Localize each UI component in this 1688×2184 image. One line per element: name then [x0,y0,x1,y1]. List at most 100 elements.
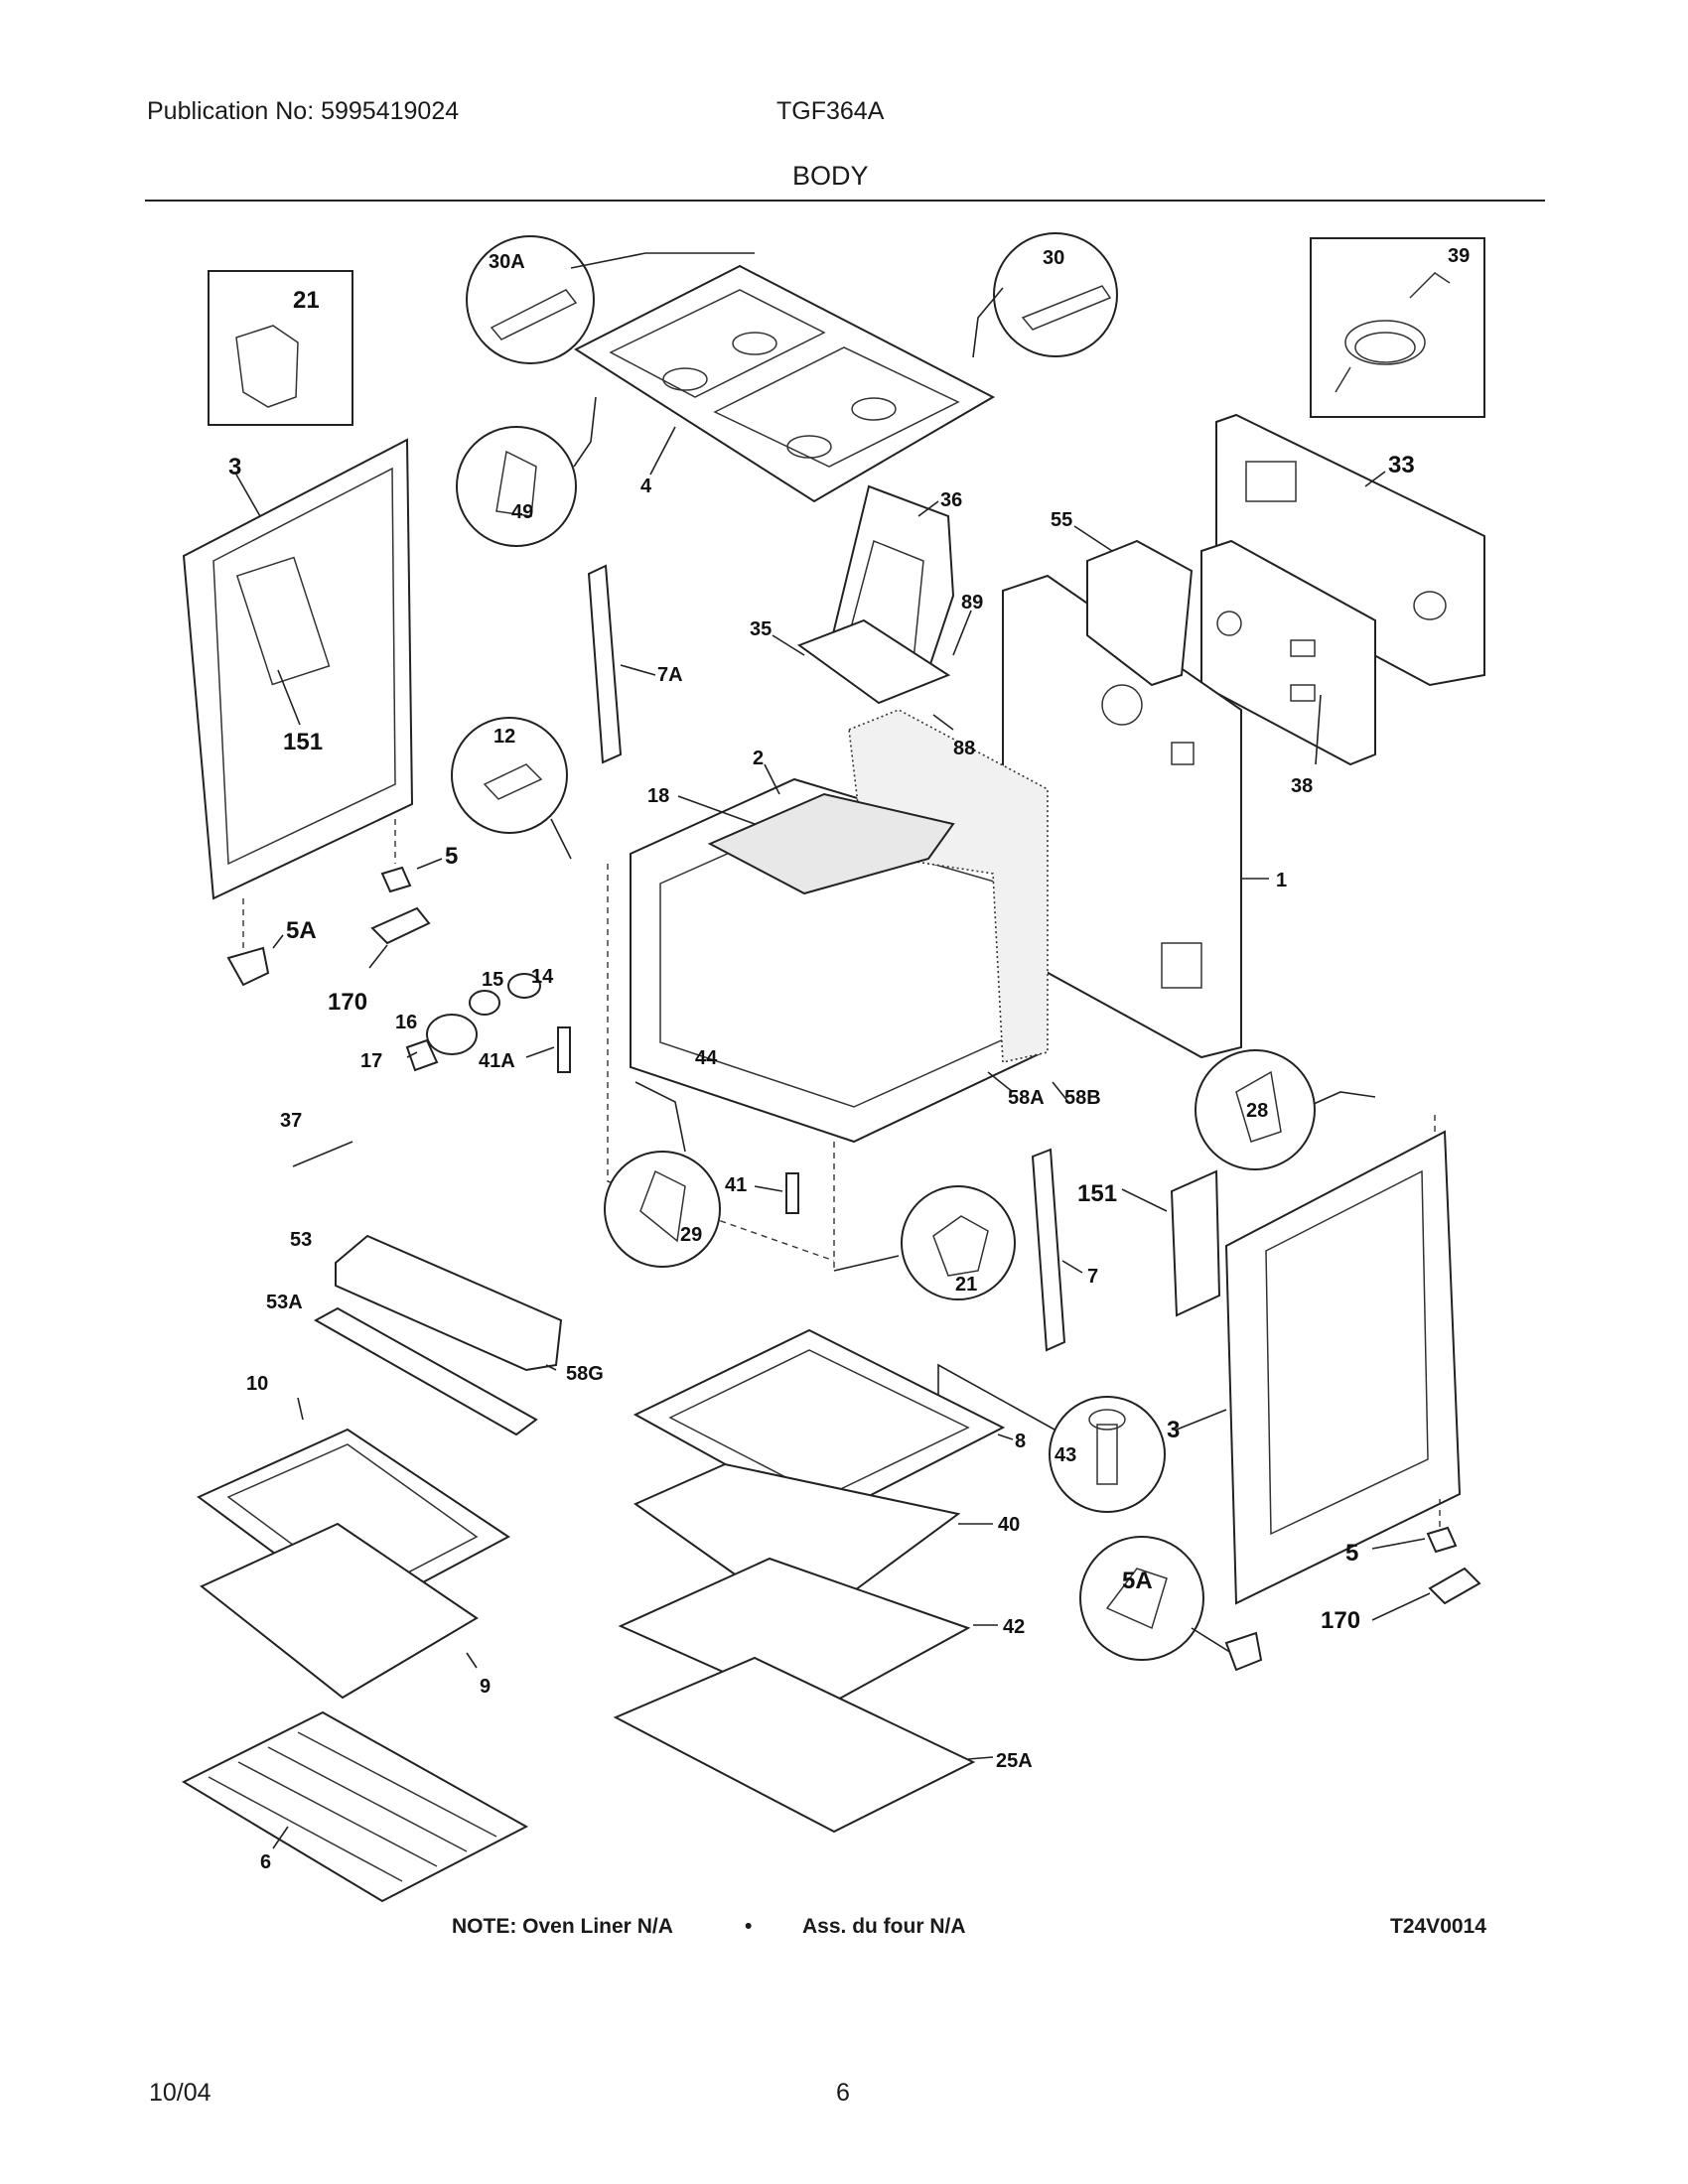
label-18: 18 [647,785,669,807]
footer-note: NOTE: Oven Liner N/A [452,1915,673,1938]
part-37 [292,1141,353,1167]
label-41A: 41A [479,1050,515,1072]
label-36: 36 [940,489,962,511]
callout-30 [972,232,1118,358]
label-44: 44 [695,1047,718,1069]
back-panel-33 [1215,413,1485,687]
label-42: 42 [1003,1616,1025,1638]
label-9: 9 [480,1676,491,1698]
hinge-7A [587,564,623,764]
label-53A: 53A [266,1292,303,1313]
part-5-left [380,858,443,893]
label-39: 39 [1448,245,1470,267]
part-5-right [1426,1526,1458,1554]
label-1: 1 [1276,870,1287,891]
label-15: 15 [482,969,503,991]
callout-49 [456,396,597,547]
footer-note-french: Ass. du four N/A [802,1915,966,1938]
oven-rack-6 [181,1710,529,1903]
label-55: 55 [1051,509,1072,531]
label-43: 43 [1055,1444,1076,1466]
hinge-7 [1031,1148,1066,1352]
part-151-right [1170,1169,1221,1317]
label-58A: 58A [1008,1087,1045,1109]
label-58B: 58B [1064,1087,1101,1109]
label-40: 40 [998,1514,1020,1536]
label-29: 29 [680,1224,702,1246]
callout-21-circle [833,1185,1016,1300]
label-170-left: 170 [328,989,367,1016]
label-21-box: 21 [293,287,320,314]
oven-body-2 [607,709,1049,1271]
label-53: 53 [290,1229,312,1251]
part-170-right [1428,1567,1481,1605]
diagram-code: T24V0014 [1390,1915,1486,1938]
label-10: 10 [246,1373,268,1395]
callout-30A [466,235,755,364]
label-151-right: 151 [1077,1180,1117,1207]
label-38: 38 [1291,775,1313,797]
page-number: 6 [836,2079,850,2107]
label-151-left: 151 [283,729,323,755]
callout-43 [937,1363,1166,1513]
label-21-circle: 21 [955,1274,977,1296]
label-25A: 25A [996,1750,1033,1772]
callout-28 [1195,1049,1376,1170]
label-5A-right: 5A [1122,1568,1153,1594]
label-33: 33 [1388,452,1415,478]
label-12: 12 [493,726,515,748]
publication-number: Publication No: 5995419024 [147,97,460,125]
part-41A [525,1026,571,1073]
duct-55 [1086,539,1194,687]
bottom-tray-25A [613,1656,976,1834]
label-8: 8 [1015,1431,1026,1452]
label-5A-left: 5A [286,917,317,944]
label-3-right: 3 [1167,1417,1180,1443]
label-88: 88 [953,738,975,759]
label-6: 6 [260,1851,271,1873]
label-170-right: 170 [1321,1607,1360,1634]
part-39-box [1310,237,1485,418]
part-5A-left [226,934,284,987]
broiler-drawer-front-53A [313,1306,538,1436]
label-17: 17 [360,1050,382,1072]
label-16: 16 [395,1012,417,1033]
section-title: BODY [792,161,869,191]
footer-bullet: • [745,1915,753,1938]
leader-lines [235,426,1431,1849]
label-30: 30 [1043,247,1064,269]
label-58G: 58G [566,1363,604,1385]
part-170-left [368,906,431,969]
label-5-right: 5 [1345,1540,1358,1567]
label-28: 28 [1246,1100,1268,1122]
label-35: 35 [750,618,772,640]
part-21-box [208,270,353,426]
left-door [182,438,414,948]
label-89: 89 [961,592,983,614]
right-door [1224,1112,1462,1605]
label-14: 14 [531,966,554,988]
label-4: 4 [640,476,652,497]
label-7A: 7A [657,664,683,686]
part-41 [754,1172,799,1214]
lamp-socket [405,973,541,1072]
label-30A: 30A [489,251,525,273]
label-7: 7 [1087,1266,1098,1288]
label-49: 49 [511,501,533,523]
label-37: 37 [280,1110,302,1132]
cooktop-burner-box [573,264,996,503]
broiler-drawer-53 [335,1234,563,1372]
callout-29 [604,1081,721,1268]
broil-pan-9 [200,1522,479,1700]
publication-date: 10/04 [149,2079,211,2107]
model-number: TGF364A [776,97,885,125]
label-41: 41 [725,1174,747,1196]
label-5-left: 5 [445,843,458,870]
header-rule [145,200,1545,202]
label-2: 2 [753,748,764,769]
label-3-left: 3 [228,454,241,480]
callout-5A-right [1079,1536,1263,1672]
vent-base-35 [796,618,951,705]
callout-12 [451,717,572,860]
